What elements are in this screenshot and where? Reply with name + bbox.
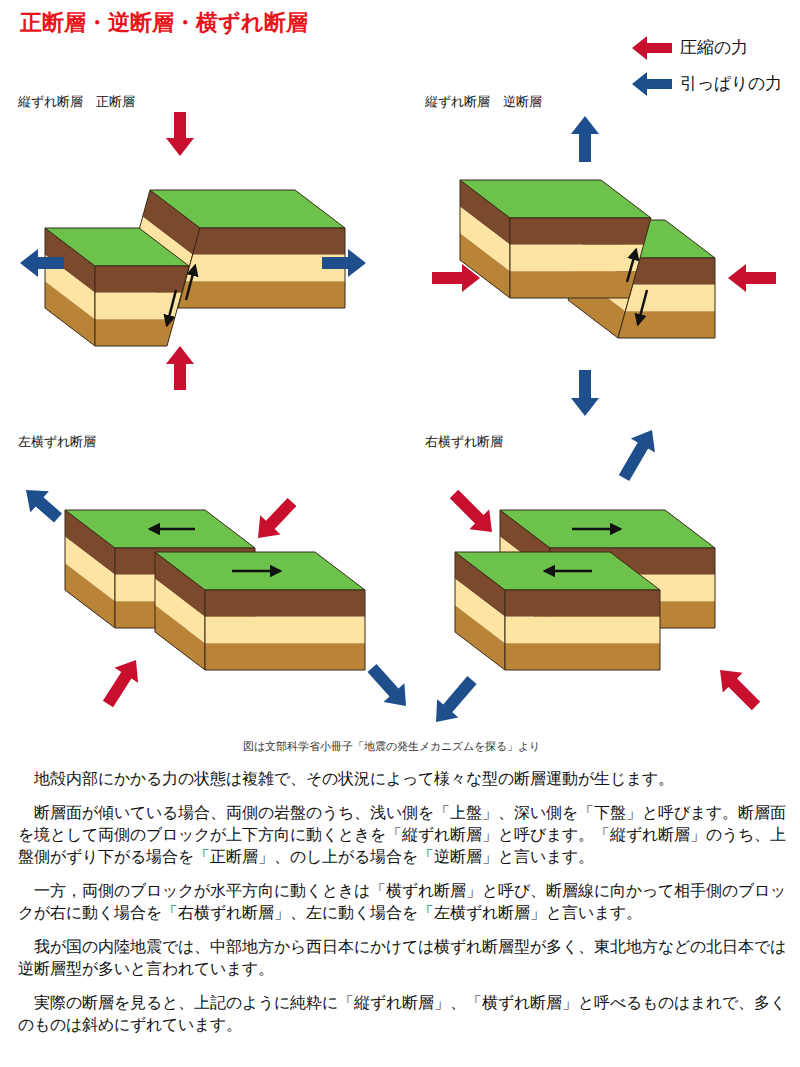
- rock-block: [455, 552, 660, 670]
- tension-arrow: [619, 430, 655, 481]
- rock-layer: [505, 590, 660, 617]
- compression-arrow: [166, 346, 194, 390]
- paragraph: 断層面が傾いている場合、両側の岩盤のうち、浅い側を「上盤」、深い側を「下盤」と呼…: [18, 802, 786, 868]
- rock-layer: [505, 617, 660, 644]
- title: 正断層・逆断層・横ずれ断層: [20, 10, 308, 36]
- slip-arrow: [232, 570, 280, 573]
- tension-arrow: [322, 249, 366, 277]
- block-edge: [510, 218, 651, 298]
- legend-text: 引っぱりの力: [680, 73, 782, 93]
- reverse-fault: [432, 116, 776, 416]
- legend-swatch: [632, 36, 672, 60]
- rock-block: [45, 228, 189, 346]
- rock-layer: [510, 218, 651, 245]
- compression-arrow: [258, 498, 296, 538]
- compression-arrow: [450, 490, 492, 532]
- ground-surface: [65, 510, 255, 548]
- rock-layer: [633, 258, 715, 285]
- slip-arrow: [150, 528, 195, 531]
- slip-arrow: [638, 290, 647, 324]
- tension-arrow: [368, 664, 407, 706]
- rock-layer: [510, 271, 636, 298]
- rock-block: [155, 552, 365, 670]
- tension-arrow: [436, 676, 477, 722]
- rock-layer: [205, 643, 365, 670]
- normal-fault: [20, 112, 366, 390]
- panel-label: 縦ずれ断層 正断層: [18, 94, 135, 110]
- slip-arrow: [545, 570, 592, 573]
- slip-arrow: [186, 266, 195, 300]
- rock-layer: [625, 285, 715, 312]
- compression-arrow: [166, 112, 194, 156]
- rock-layer: [178, 281, 345, 308]
- legend-text: 圧縮の力: [680, 37, 748, 57]
- legend-swatch: [632, 72, 672, 96]
- compression-arrow: [728, 264, 776, 292]
- rock-layer: [185, 255, 345, 282]
- panel-label: 左横ずれ断層: [18, 434, 96, 450]
- source-caption: 図は文部科学省小冊子「地震の発生メカニズムを探る」より: [243, 740, 540, 753]
- rock-block: [460, 180, 651, 298]
- legend: [632, 36, 672, 96]
- panel-label: 縦ずれ断層 逆断層: [425, 94, 542, 110]
- slip-arrow: [572, 528, 620, 531]
- ground-surface: [455, 552, 660, 590]
- rock-layer: [193, 228, 345, 255]
- paragraph: 地殻内部にかかる力の状態は複雑で、その状況によって様々な型の断層運動が生じます。: [18, 768, 786, 790]
- ground-surface: [500, 510, 715, 548]
- rock-layer: [95, 319, 174, 346]
- left-lateral-fault: [26, 490, 406, 707]
- compression-arrow: [103, 660, 138, 707]
- rock-layer: [95, 266, 189, 293]
- paragraph: 我が国の内陸地震では、中部地方から西日本にかけては横ずれ断層型が多く、東北地方な…: [18, 936, 786, 980]
- block-edge: [205, 590, 365, 670]
- rock-layer: [618, 311, 715, 338]
- paragraph: 実際の断層を見ると、上記のように純粋に「縦ずれ断層」、「横ずれ断層」と呼べるもの…: [18, 992, 786, 1036]
- rock-layer: [205, 590, 365, 617]
- ground-surface: [155, 552, 365, 590]
- slip-arrow: [167, 290, 176, 325]
- tension-arrow: [20, 249, 64, 277]
- ground-surface: [45, 228, 189, 266]
- ground-surface: [460, 180, 651, 218]
- slip-arrow: [627, 250, 636, 282]
- tension-arrow: [571, 116, 599, 162]
- body-text: 地殻内部にかかる力の状態は複雑で、その状況によって様々な型の断層運動が生じます。…: [18, 768, 786, 1048]
- block-edge: [178, 228, 345, 308]
- tension-arrow: [571, 370, 599, 416]
- block-edge: [505, 590, 660, 670]
- paragraph: 一方，両側のブロックが水平方向に動くときは「横ずれ断層」と呼び、断層線に向かって…: [18, 880, 786, 924]
- rock-layer: [505, 643, 660, 670]
- compression-arrow: [432, 264, 480, 292]
- panel-label: 右横ずれ断層: [425, 434, 503, 450]
- rock-layer: [510, 245, 644, 272]
- tension-arrow: [26, 490, 62, 523]
- rock-layer: [205, 617, 365, 644]
- right-lateral-fault: [436, 430, 760, 722]
- ground-surface: [150, 190, 345, 228]
- compression-arrow: [720, 670, 760, 710]
- block-edge: [95, 266, 189, 346]
